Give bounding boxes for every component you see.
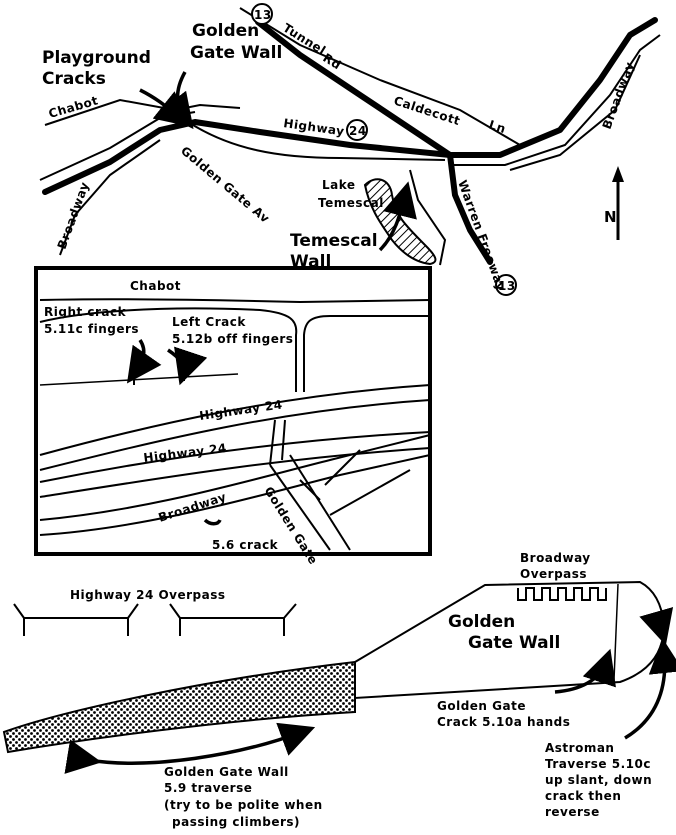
gg-crack-label-2: Crack 5.10a hands bbox=[437, 715, 570, 729]
route-13-shield-top bbox=[251, 3, 273, 25]
traverse-label-2: 5.9 traverse bbox=[164, 781, 252, 795]
inset-chabot-label: Chabot bbox=[130, 279, 181, 293]
highway-24-edge-2 bbox=[450, 34, 661, 166]
astroman-label-1: Astroman bbox=[545, 741, 614, 755]
traverse-arrow bbox=[64, 722, 316, 774]
broadway-left-road bbox=[59, 139, 161, 256]
highway-24-route bbox=[42, 17, 658, 195]
broadway-overpass-teeth bbox=[517, 587, 607, 601]
wall-diagram: Highway 24 Overpass Broadway Overpass Go… bbox=[2, 551, 676, 829]
overpass-bracket-left bbox=[13, 603, 139, 636]
wall-title-2: Gate Wall bbox=[468, 633, 560, 653]
lake-temescal bbox=[363, 178, 437, 266]
golden-gate-av-road bbox=[184, 119, 446, 161]
wall-title-1: Golden bbox=[448, 612, 515, 632]
traverse-label-3: (try to be polite when bbox=[164, 798, 323, 812]
inset-map: Chabot Right crack 5.11c fingers Left Cr… bbox=[34, 266, 432, 567]
right-crack-label-2: 5.11c fingers bbox=[44, 322, 139, 336]
broadway-overpass-label-2: Overpass bbox=[520, 567, 587, 581]
tunnel-rd-edge bbox=[239, 7, 521, 146]
route-13-label-top: 13 bbox=[254, 8, 272, 22]
astroman-label-2: Traverse 5.10c bbox=[545, 757, 651, 771]
traverse-label-1: Golden Gate Wall bbox=[164, 765, 289, 779]
golden-gate-wall-label-2: Gate Wall bbox=[190, 43, 282, 63]
astroman-label-5: reverse bbox=[545, 805, 600, 819]
warren-freeway-label: Warren Freeway bbox=[455, 178, 508, 293]
lake-label-1: Lake bbox=[322, 178, 356, 192]
chabot-label: Chabot bbox=[47, 93, 100, 121]
overview-map: N 13 24 13 Tunnel Rd Caldecott Ln Broadw… bbox=[39, 3, 661, 296]
astroman-arrow bbox=[624, 638, 676, 740]
tunnel-rd-label: Tunnel bbox=[280, 21, 328, 58]
astroman-label-4: crack then bbox=[545, 789, 621, 803]
playground-label-1: Playground bbox=[42, 48, 151, 68]
crack-56-label: 5.6 crack bbox=[212, 538, 279, 552]
golden-gate-wall-label-1: Golden bbox=[192, 21, 259, 41]
left-crack-label-1: Left Crack bbox=[172, 315, 246, 329]
lake-label-2: Temescal bbox=[318, 196, 384, 210]
warren-freeway-route bbox=[447, 152, 493, 265]
traverse-label-4: passing climbers) bbox=[172, 815, 300, 829]
right-crack-label-1: Right crack bbox=[44, 305, 127, 319]
north-label: N bbox=[604, 208, 617, 226]
route-13-shield-bottom bbox=[495, 274, 517, 296]
highway-overpass-label: Highway 24 Overpass bbox=[70, 588, 226, 602]
route-13-label-bottom: 13 bbox=[498, 279, 516, 293]
route-24-shield bbox=[346, 119, 368, 141]
tunnel-rd-route bbox=[255, 19, 453, 158]
playground-cracks-arrow bbox=[139, 88, 191, 127]
broadway-right-road bbox=[509, 54, 641, 171]
temescal-wall-arrow bbox=[378, 181, 417, 252]
golden-gate-wall-arrow bbox=[158, 71, 194, 130]
left-crack-label-2: 5.12b off fingers bbox=[172, 332, 293, 346]
broadway-left-label: Broadway bbox=[55, 180, 92, 251]
caldecott-ln-label: Ln bbox=[487, 118, 508, 137]
gg-crack-arrow bbox=[554, 648, 616, 694]
playground-label-2: Cracks bbox=[42, 69, 106, 89]
golden-gate-av-label: Golden Gate Av bbox=[178, 144, 272, 226]
temescal-wall-label-1: Temescal bbox=[290, 231, 378, 251]
gg-crack-label-1: Golden Gate bbox=[437, 699, 526, 713]
overpass-bracket-right bbox=[169, 603, 297, 636]
route-24-label: 24 bbox=[349, 124, 367, 138]
traverse-band bbox=[2, 660, 356, 754]
astroman-tip-arrow bbox=[639, 606, 674, 646]
broadway-overpass-label-1: Broadway bbox=[520, 551, 591, 565]
astroman-label-3: up slant, down bbox=[545, 773, 652, 787]
